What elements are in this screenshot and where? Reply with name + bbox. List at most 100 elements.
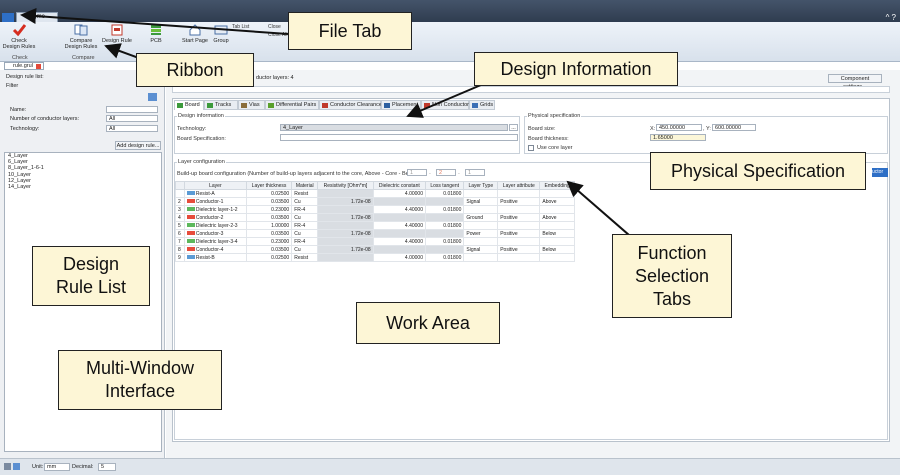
pcb-label: PCB <box>150 38 162 44</box>
tab-non-conductor[interactable]: Non Conductor <box>421 100 469 110</box>
pcb-icon <box>151 25 161 35</box>
list-item[interactable]: 4_Layer <box>8 153 28 159</box>
table-cell-thick: 0.02500 <box>245 253 293 262</box>
compare-design-rules-button[interactable]: Compare Design Rules <box>64 24 98 50</box>
board-thickness-field[interactable]: 1.65000 <box>650 134 706 141</box>
file-tab-button[interactable] <box>2 13 14 22</box>
table-cell-n: 4 <box>175 213 185 222</box>
table-cell-res: 1.72e-08 <box>317 245 374 254</box>
decimal-select[interactable]: 5 <box>98 463 116 471</box>
buildup-above-field[interactable]: 1 <box>407 169 427 176</box>
decimal-label: Decimal: <box>72 464 94 470</box>
board-size-y-field[interactable]: 600.00000 <box>712 124 756 131</box>
non-conductor-icon <box>424 103 430 108</box>
use-core-layer-checkbox[interactable] <box>528 145 534 151</box>
design-rule-button[interactable]: Design Rule <box>100 24 134 44</box>
component-settings-button[interactable]: Component settings... <box>828 74 882 90</box>
conductor-side-button[interactable]: uctor <box>872 168 888 177</box>
table-cell-attr: Positive <box>497 213 541 222</box>
group-icon <box>214 25 228 35</box>
tab-grids[interactable]: Grids <box>469 100 495 110</box>
ribbon: Check Design Rules Compare Design Rules … <box>0 22 900 62</box>
tab-placement[interactable]: Placement <box>381 100 421 110</box>
window-controls[interactable]: ^ ? <box>885 13 896 22</box>
table-cell-emb <box>539 189 575 198</box>
tab-conductor-clearance[interactable]: Conductor Clearance <box>319 100 382 110</box>
table-cell-thick: 0.02500 <box>245 189 293 198</box>
table-cell-emb: Above <box>539 213 575 222</box>
list-item[interactable]: 12_Layer <box>8 177 31 184</box>
tab-list-item[interactable]: Tab List <box>232 24 250 30</box>
add-design-rule-button[interactable]: Add design rule... <box>115 141 161 150</box>
table-cell-die <box>372 229 427 238</box>
close-item[interactable]: Close <box>268 24 281 30</box>
view-icon[interactable] <box>13 463 20 470</box>
layer-color-swatch <box>186 239 195 244</box>
layer-color-swatch <box>186 223 195 228</box>
name-field[interactable] <box>106 106 158 113</box>
table-cell-res <box>317 205 374 214</box>
list-item[interactable]: 6_Layer <box>8 159 28 166</box>
pcb-button[interactable]: PCB <box>139 24 173 44</box>
tab-home[interactable]: Home <box>16 12 58 22</box>
table-cell-mat: Resist <box>291 253 319 262</box>
list-item[interactable]: 14_Layer <box>8 184 31 191</box>
layer-color-swatch <box>186 191 195 196</box>
collapse-icon[interactable] <box>148 93 157 101</box>
board-specification-field[interactable] <box>280 134 518 141</box>
table-cell-thick: 0.03500 <box>245 245 293 254</box>
table-cell-n: 7 <box>175 237 185 246</box>
buildup-core-field[interactable]: 2 <box>436 169 456 176</box>
table-cell-emb: Below <box>539 229 575 238</box>
document-tab[interactable]: rule.grul <box>4 62 44 70</box>
table-cell-type: Signal <box>463 245 499 254</box>
technology-browse-button[interactable]: ... <box>509 124 518 131</box>
tab-board-label: Board <box>185 102 200 108</box>
column-header: Layer <box>183 181 247 190</box>
tab-board[interactable]: Board <box>174 100 204 110</box>
table-cell-attr <box>497 205 541 214</box>
close-icon[interactable] <box>36 64 41 69</box>
layer-name: Resist-B <box>195 254 215 261</box>
tracks-icon <box>207 103 213 108</box>
technology-filter-select[interactable]: All <box>106 125 158 132</box>
table-cell-mat: FR-4 <box>291 205 319 214</box>
placement-icon <box>384 103 390 108</box>
title-bar: Home ^ ? <box>0 0 900 22</box>
board-size-x-field[interactable]: 450.00000 <box>656 124 702 131</box>
tab-vias[interactable]: Vias <box>238 100 265 110</box>
tab-differential-pairs-label: Differential Pairs <box>276 102 317 108</box>
list-item[interactable]: 8_Layer_1-6-1 <box>8 165 44 172</box>
layout-icon[interactable] <box>4 463 11 470</box>
table-cell-attr <box>497 237 541 246</box>
unit-label: Unit: <box>32 464 44 470</box>
table-cell-layer: Resist-B <box>183 253 247 262</box>
buildup-below-field[interactable]: 1 <box>465 169 485 176</box>
tab-tracks[interactable]: Tracks <box>204 100 238 110</box>
table-cell-loss <box>424 245 465 254</box>
conductor-layers-text: ductor layers: 4 <box>256 75 294 81</box>
column-header: Loss tangent <box>424 181 465 190</box>
column-header <box>175 181 185 190</box>
unit-select[interactable]: mm <box>44 463 70 471</box>
close-all-item[interactable]: Close All <box>268 32 288 38</box>
check-design-rules-button[interactable]: Check Design Rules <box>2 24 36 50</box>
tab-differential-pairs[interactable]: Differential Pairs <box>265 100 319 110</box>
conductor-layers-select[interactable]: All <box>106 115 158 122</box>
technology-field[interactable]: 4_Layer <box>280 124 508 131</box>
table-cell-n: 2 <box>175 197 185 206</box>
tab-conductor-clearance-label: Conductor Clearance <box>330 102 382 108</box>
table-cell-die: 4.40000 <box>372 221 427 230</box>
table-cell-thick: 0.03500 <box>245 229 293 238</box>
list-item[interactable]: 10_Layer <box>8 171 31 178</box>
table-cell-mat: Cu <box>291 245 319 254</box>
